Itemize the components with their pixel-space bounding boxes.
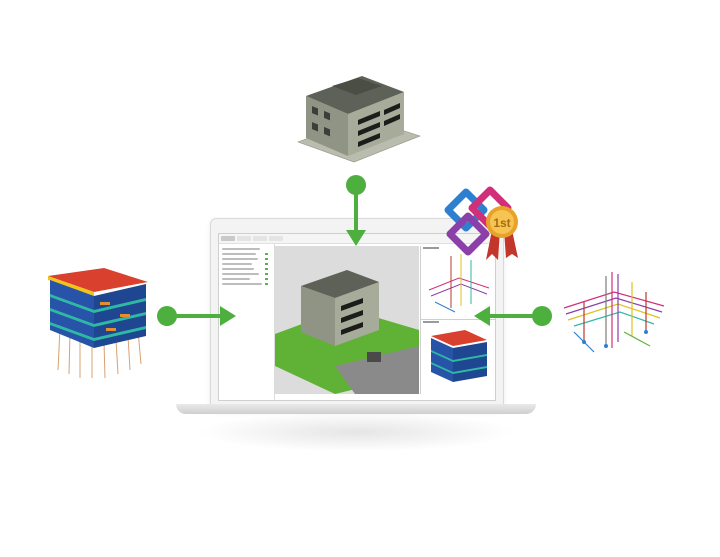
main-3d-viewport[interactable] bbox=[275, 246, 419, 394]
structure-side-view[interactable] bbox=[420, 320, 495, 394]
award-badge-text: 1st bbox=[493, 216, 510, 230]
structural-model bbox=[48, 268, 148, 379]
laptop-shadow bbox=[196, 412, 516, 452]
visibility-check-icon[interactable] bbox=[265, 278, 268, 280]
tree-row[interactable] bbox=[222, 283, 262, 285]
arrow-left-icon bbox=[474, 306, 552, 326]
app-tab[interactable] bbox=[269, 236, 283, 241]
laptop-base bbox=[176, 404, 536, 414]
view-label bbox=[423, 321, 439, 323]
visibility-check-icon[interactable] bbox=[265, 258, 268, 260]
tree-row[interactable] bbox=[222, 248, 260, 250]
structure-thumbnail bbox=[431, 330, 487, 382]
visibility-check-icon[interactable] bbox=[265, 268, 268, 270]
arrow-down-icon bbox=[346, 175, 366, 246]
visibility-check-icon[interactable] bbox=[265, 263, 268, 265]
viewport-scene bbox=[275, 270, 419, 394]
tree-row[interactable] bbox=[222, 268, 254, 270]
visibility-check-icon[interactable] bbox=[265, 253, 268, 255]
tree-row[interactable] bbox=[222, 273, 259, 275]
tree-row[interactable] bbox=[222, 263, 252, 265]
visibility-check-icon[interactable] bbox=[265, 283, 268, 285]
award-badge-icon: 1st bbox=[444, 186, 518, 260]
tree-row[interactable] bbox=[222, 258, 258, 260]
model-tree-panel bbox=[219, 244, 275, 400]
app-tab[interactable] bbox=[221, 236, 235, 241]
tree-row[interactable] bbox=[222, 278, 250, 280]
app-tab[interactable] bbox=[253, 236, 267, 241]
mep-side-view[interactable] bbox=[420, 246, 495, 320]
arrow-right-icon bbox=[157, 306, 236, 326]
building-model bbox=[297, 76, 421, 163]
view-label bbox=[423, 247, 439, 249]
tree-row[interactable] bbox=[222, 253, 256, 255]
mep-model bbox=[563, 272, 665, 353]
visibility-check-icon[interactable] bbox=[265, 273, 268, 275]
mep-thumbnail bbox=[428, 254, 490, 313]
app-tab[interactable] bbox=[237, 236, 251, 241]
